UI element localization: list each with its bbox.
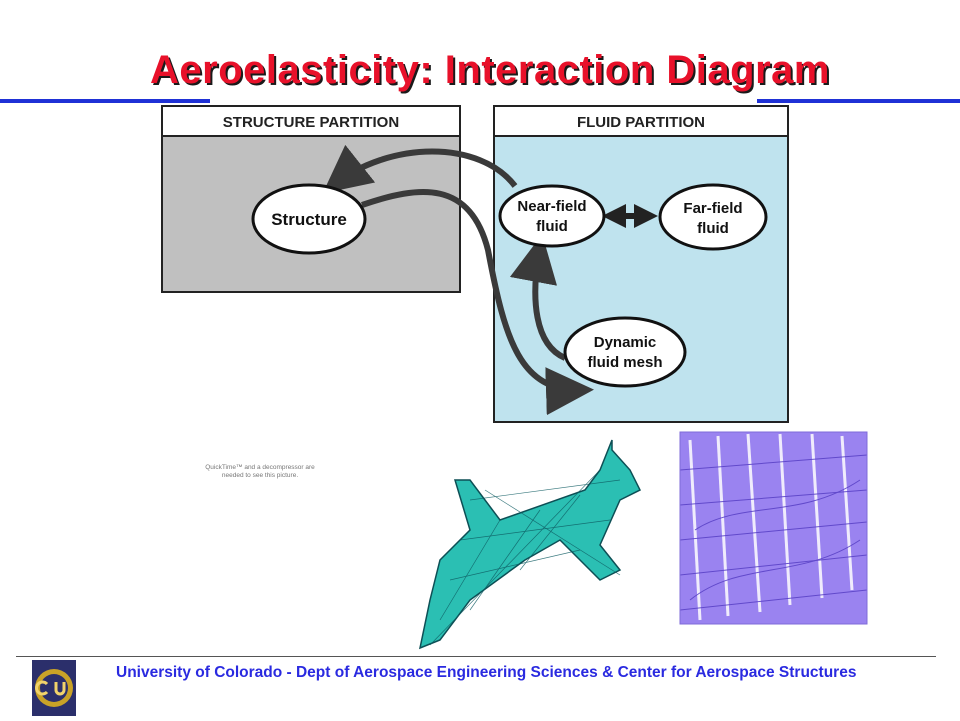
dynamic-mesh-node-label-2: fluid mesh	[587, 354, 662, 371]
title-rule-left	[0, 99, 210, 103]
fluid-partition-header	[493, 105, 789, 137]
arrow-nearfield-to-structure	[322, 144, 518, 194]
university-logo-icon	[32, 660, 76, 716]
near-field-node-label-2: fluid	[536, 218, 568, 235]
arrow-mesh-to-nearfield	[509, 234, 567, 361]
far-field-node	[658, 183, 768, 251]
fluid-partition-label: FLUID PARTITION	[577, 114, 705, 131]
structure-partition-label: STRUCTURE PARTITION	[223, 114, 399, 131]
title-rule-right	[757, 99, 960, 103]
structure-node	[251, 183, 367, 255]
structure-node-label: Structure	[271, 210, 347, 229]
structure-partition-header	[161, 105, 461, 137]
fighter-jet-mesh-image	[418, 439, 642, 650]
quicktime-placeholder-text: QuickTime™ and a decompressor are needed…	[205, 464, 315, 479]
near-field-node	[498, 184, 606, 248]
structural-mesh-image	[679, 431, 868, 625]
footer-text: University of Colorado - Dept of Aerospa…	[116, 664, 857, 681]
far-field-node-label-2: fluid	[697, 220, 729, 237]
dynamic-mesh-node-label-1: Dynamic	[594, 334, 657, 351]
dynamic-mesh-node	[563, 316, 687, 388]
far-field-node-label-1: Far-field	[683, 200, 742, 217]
near-field-node-label-1: Near-field	[517, 198, 586, 215]
arrow-structure-to-mesh	[361, 189, 594, 416]
footer-divider	[16, 656, 936, 657]
page-title: Aeroelasticity: Interaction Diagram	[150, 48, 830, 92]
